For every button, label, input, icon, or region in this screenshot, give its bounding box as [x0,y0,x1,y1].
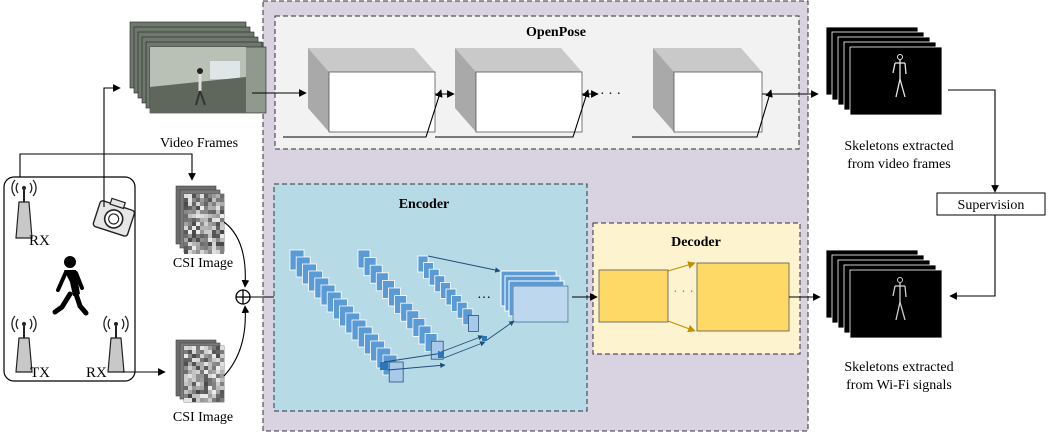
tx-label: TX [30,365,50,381]
openpose-stage-n [653,48,763,133]
video-frames-stack [129,21,267,114]
skeleton-wifi-label-line2: from Wi-Fi signals [846,378,952,393]
csi-bottom-to-concat-arrow [223,305,250,377]
encoder-conv-layers [289,249,569,383]
skeleton-wifi-stack [825,249,943,339]
supervision-to-skeleton-arrow [949,215,996,300]
decoder-down-arrow [667,320,696,333]
decoder-ellipsis: · · · [673,285,694,300]
csi-image-top-label: CSI Image [173,256,233,271]
csi-image-bottom-stack [175,339,225,403]
openpose-stage-1 [308,48,436,133]
openpose-feedback-1 [283,89,443,138]
csi-image-top-stack [175,185,225,254]
skeleton-wifi-label-line1: Skeletons extracted [844,360,953,375]
camera-to-video-arrow [103,84,121,207]
skeleton-video-label-line1: Skeletons extracted [844,139,953,154]
supervision-label: Supervision [958,198,1025,213]
csi-image-bottom-label: CSI Image [173,410,233,425]
openpose-stage-2 [455,48,583,133]
walking-person-icon [52,256,89,316]
csi-top-to-concat-arrow [223,221,250,288]
rx-bottom-label: RX [86,365,107,381]
tx-antenna-icon [11,315,37,373]
skeleton-to-supervision-arrow [948,89,999,193]
concatenate-icon [235,289,251,305]
scene-to-csi-top-arrow [19,153,196,181]
openpose-feedback-3 [632,89,773,138]
encoder-title: Encoder [399,197,450,212]
openpose-feedback-2 [435,89,590,138]
camera-icon [92,197,136,237]
supervision-box [936,192,1046,216]
decoder-block-large [696,262,790,332]
skeleton-video-label-line2: from video frames [847,157,950,172]
openpose-ellipsis: · · · [600,87,621,102]
decoder-block-small [598,269,669,323]
decoder-up-arrow [667,261,696,272]
encoder-ellipsis: ··· [477,291,491,306]
video-frames-label: Video Frames [160,136,238,151]
openpose-title: OpenPose [526,25,586,40]
person-head [197,68,203,74]
rx-antenna-icon [11,179,37,239]
decoder-title: Decoder [671,235,721,250]
skeleton-video-stack [825,26,943,116]
rx-top-label: RX [29,233,50,249]
